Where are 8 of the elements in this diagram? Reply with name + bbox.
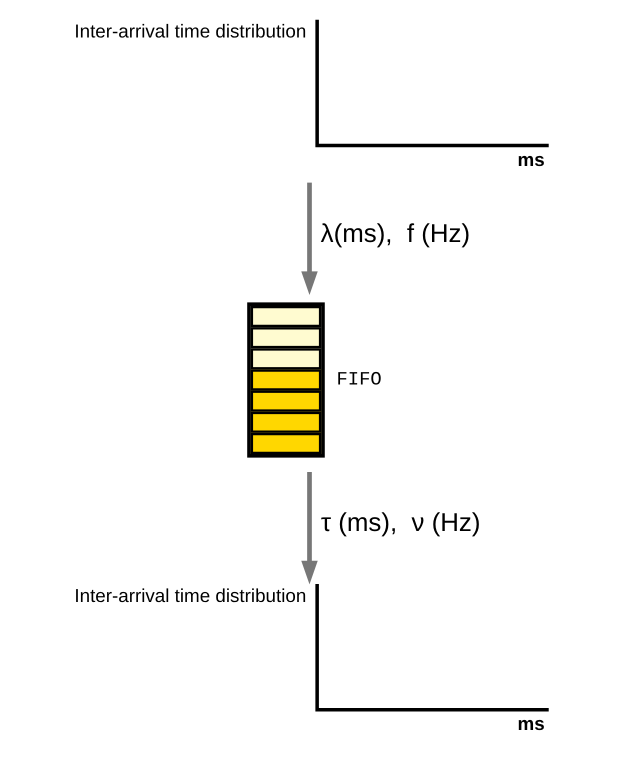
arrow: [300, 472, 318, 584]
edge-label: λ(ms), f (Hz): [320, 220, 470, 248]
node-text: Inter-arrival time distribution ms: [74, 20, 544, 170]
node-label: FIFO: [336, 368, 382, 390]
arrow: [300, 182, 318, 295]
node-box: [246, 302, 324, 458]
node-text: Inter-arrival time distribution ms: [74, 584, 544, 734]
edge-label: τ (ms), ν (Hz): [320, 509, 480, 538]
